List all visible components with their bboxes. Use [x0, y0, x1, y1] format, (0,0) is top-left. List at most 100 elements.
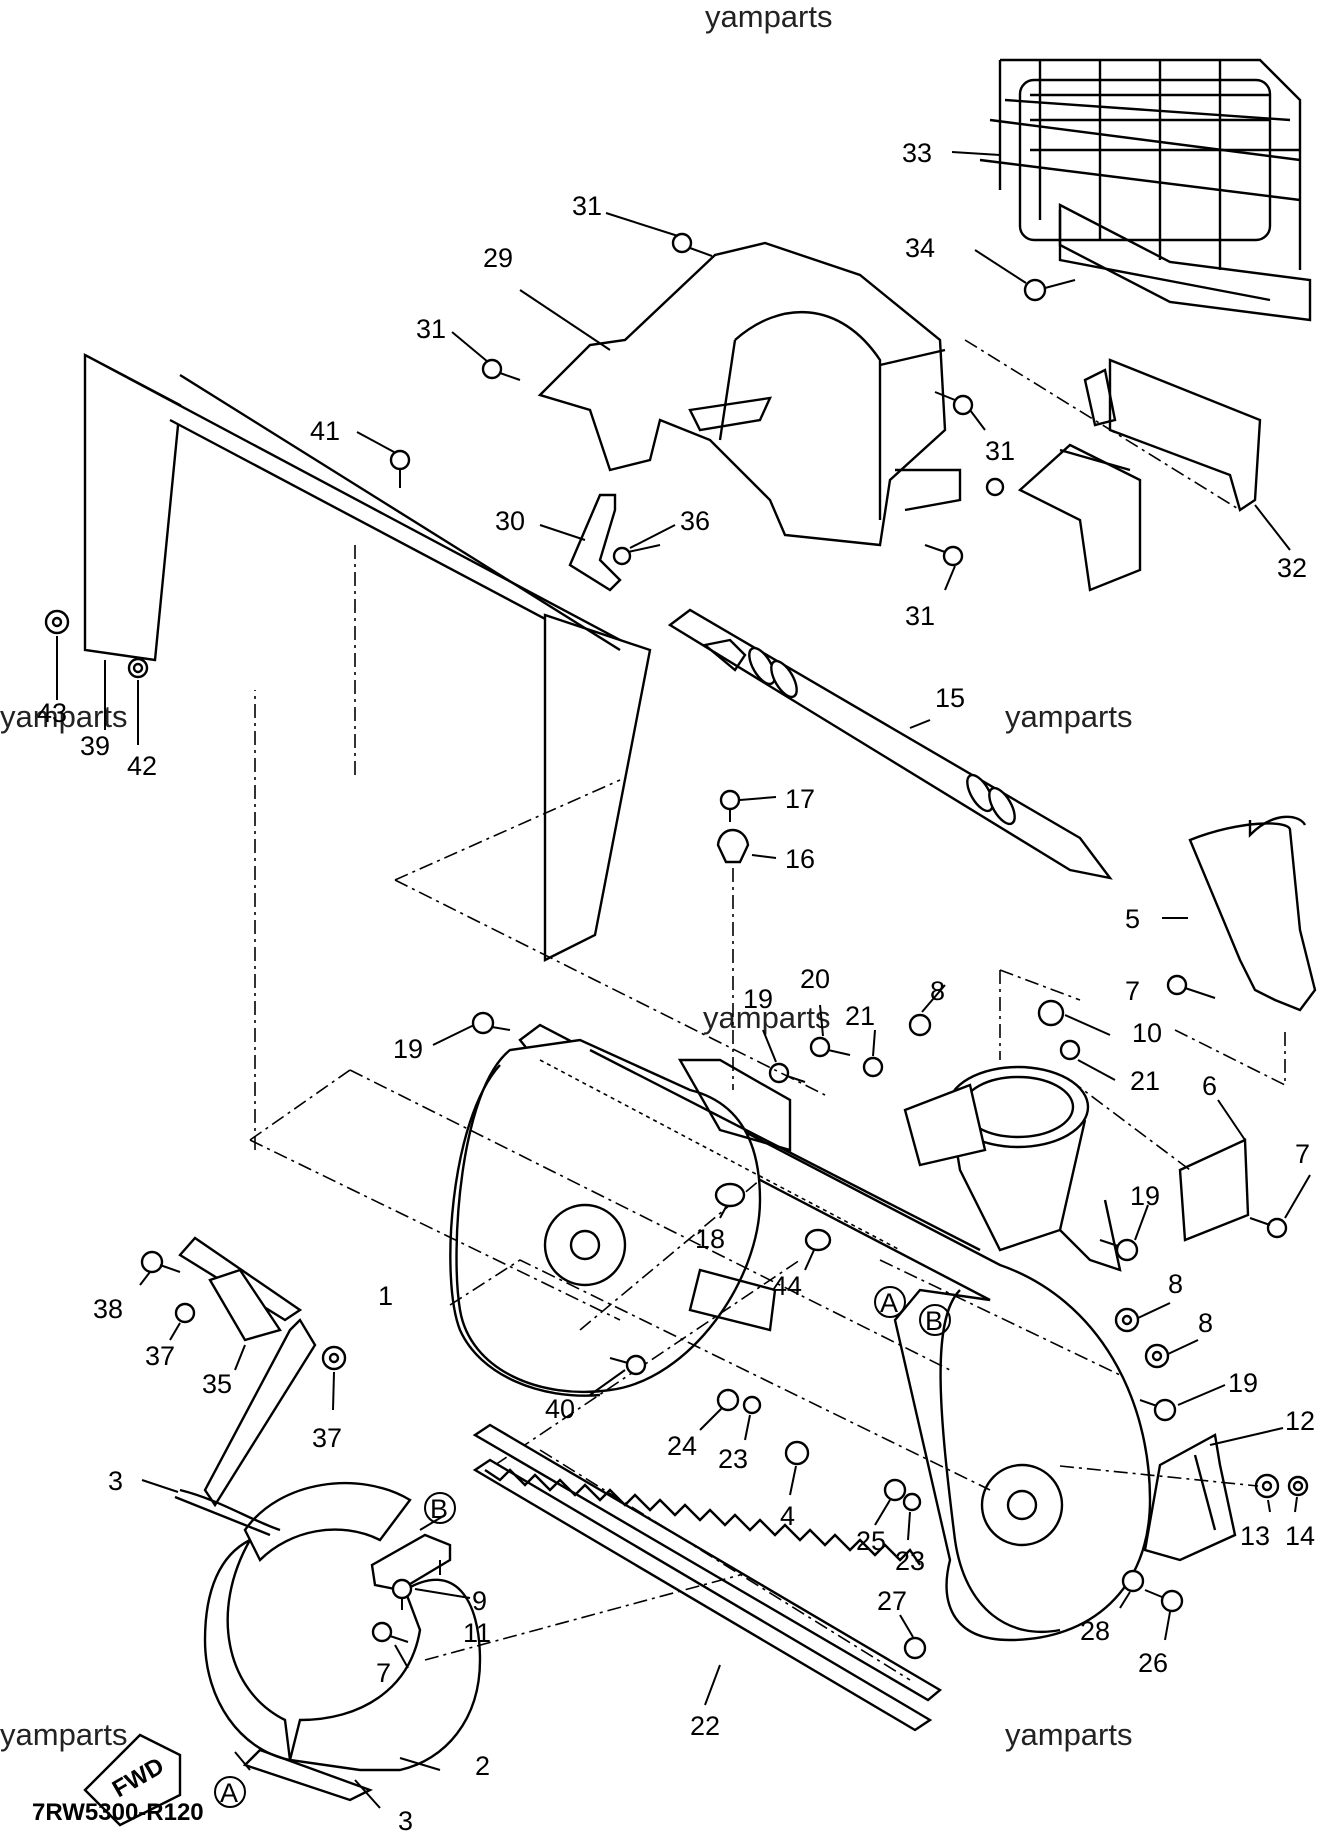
chute-bracket-part [985, 358, 1262, 592]
callout: 24 [667, 1431, 697, 1461]
ref-marker-a: A [214, 1776, 246, 1808]
side-shield-part [83, 353, 652, 962]
callout: 21 [845, 1001, 875, 1031]
callout: 30 [495, 506, 525, 536]
callout: 41 [310, 416, 340, 446]
skid-bracket-part [140, 1236, 347, 1508]
bolt-part [471, 1011, 1177, 1422]
bolt-part [609, 1354, 647, 1376]
bolt-part [371, 1578, 413, 1643]
chute-base-part [903, 1065, 1122, 1272]
deflector-bracket-part [568, 493, 661, 592]
callout: 6 [1202, 1071, 1217, 1101]
bushing-part [714, 1182, 832, 1252]
callout: 9 [472, 1586, 487, 1616]
svg-text:B: B [430, 1494, 448, 1524]
callout: 5 [1125, 904, 1140, 934]
callout: 19 [1228, 1368, 1258, 1398]
bolt-part [481, 232, 974, 567]
callout: 7 [1295, 1139, 1310, 1169]
skid-shoe-part [1143, 1433, 1309, 1562]
callout: 23 [718, 1444, 748, 1474]
chute-housing-part [537, 241, 962, 547]
screw-part [1166, 974, 1216, 999]
callout: 36 [680, 506, 710, 536]
callout: 26 [1138, 1648, 1168, 1678]
callout: 31 [416, 314, 446, 344]
callout: 15 [935, 683, 965, 713]
mount-plate-part [1178, 1138, 1288, 1242]
callout: 37 [312, 1423, 342, 1453]
callout: 3 [108, 1466, 123, 1496]
ref-marker-a: A [874, 1286, 906, 1318]
callout: 19 [393, 1034, 423, 1064]
callout: 14 [1285, 1521, 1315, 1551]
bolt-part [389, 449, 411, 488]
fwd-arrow-icon: FWD [83, 1733, 182, 1827]
auger-shroud-part [174, 1482, 482, 1802]
wire-basket-part [979, 58, 1312, 322]
callout: 23 [895, 1546, 925, 1576]
chute-pipe-part [1188, 815, 1317, 1012]
callout: 43 [37, 698, 67, 728]
clamp-part [716, 789, 750, 864]
callout: 1 [378, 1281, 393, 1311]
callout: 17 [785, 784, 815, 814]
callout: 21 [1130, 1066, 1160, 1096]
watermark: yamparts [0, 1717, 127, 1752]
callout: 25 [856, 1526, 886, 1556]
svg-text:A: A [880, 1288, 898, 1318]
callout: 10 [1132, 1018, 1162, 1048]
callout: 44 [772, 1271, 802, 1301]
washer-part [903, 1569, 1184, 1660]
callout: 42 [127, 751, 157, 781]
callout: 8 [1168, 1269, 1183, 1299]
callout: 19 [743, 984, 773, 1014]
watermark: yamparts [705, 0, 832, 34]
callout: 39 [80, 731, 110, 761]
callout: 31 [985, 436, 1015, 466]
callout: 40 [545, 1394, 575, 1424]
watermark: yamparts [1005, 699, 1132, 734]
callout: 22 [690, 1711, 720, 1741]
watermark: yamparts [703, 1000, 830, 1035]
callout: 3 [398, 1806, 413, 1836]
nut-part [1114, 1307, 1170, 1369]
ref-marker-b: B [424, 1492, 456, 1524]
callout: 7 [376, 1658, 391, 1688]
callout: 20 [800, 964, 830, 994]
washer-part [44, 609, 149, 679]
callout: 8 [930, 976, 945, 1006]
callout: 34 [905, 233, 935, 263]
callout: 32 [1277, 553, 1307, 583]
callout: 31 [905, 601, 935, 631]
callout: 8 [1198, 1308, 1213, 1338]
auger-housing-part [449, 1023, 1152, 1642]
control-rod-part [667, 608, 1113, 880]
watermark: yamparts [0, 699, 127, 734]
diagram-code: 7RW5300-R120 [32, 1799, 204, 1826]
callout: 27 [877, 1586, 907, 1616]
callout: 28 [1080, 1616, 1110, 1646]
ref-marker-b: B [919, 1304, 951, 1336]
callout: 29 [483, 243, 513, 273]
callout: 7 [1125, 976, 1140, 1006]
svg-text:A: A [220, 1778, 238, 1808]
callout: 37 [145, 1341, 175, 1371]
callout: 13 [1240, 1521, 1270, 1551]
callout: 38 [93, 1294, 123, 1324]
callout: 18 [695, 1224, 725, 1254]
svg-text:B: B [925, 1306, 943, 1336]
callout: 33 [902, 138, 932, 168]
callout-labels: 33 34 31 29 31 31 41 30 36 31 32 43 39 4… [37, 138, 1315, 1836]
washer-part [716, 1388, 922, 1512]
bolt-part [1023, 278, 1076, 302]
callout: 19 [1130, 1181, 1160, 1211]
callout: 31 [572, 191, 602, 221]
callout: 16 [785, 844, 815, 874]
callout: 2 [475, 1751, 490, 1781]
callout: 4 [780, 1501, 795, 1531]
callout: 12 [1285, 1406, 1315, 1436]
watermark: yamparts [1005, 1717, 1132, 1752]
